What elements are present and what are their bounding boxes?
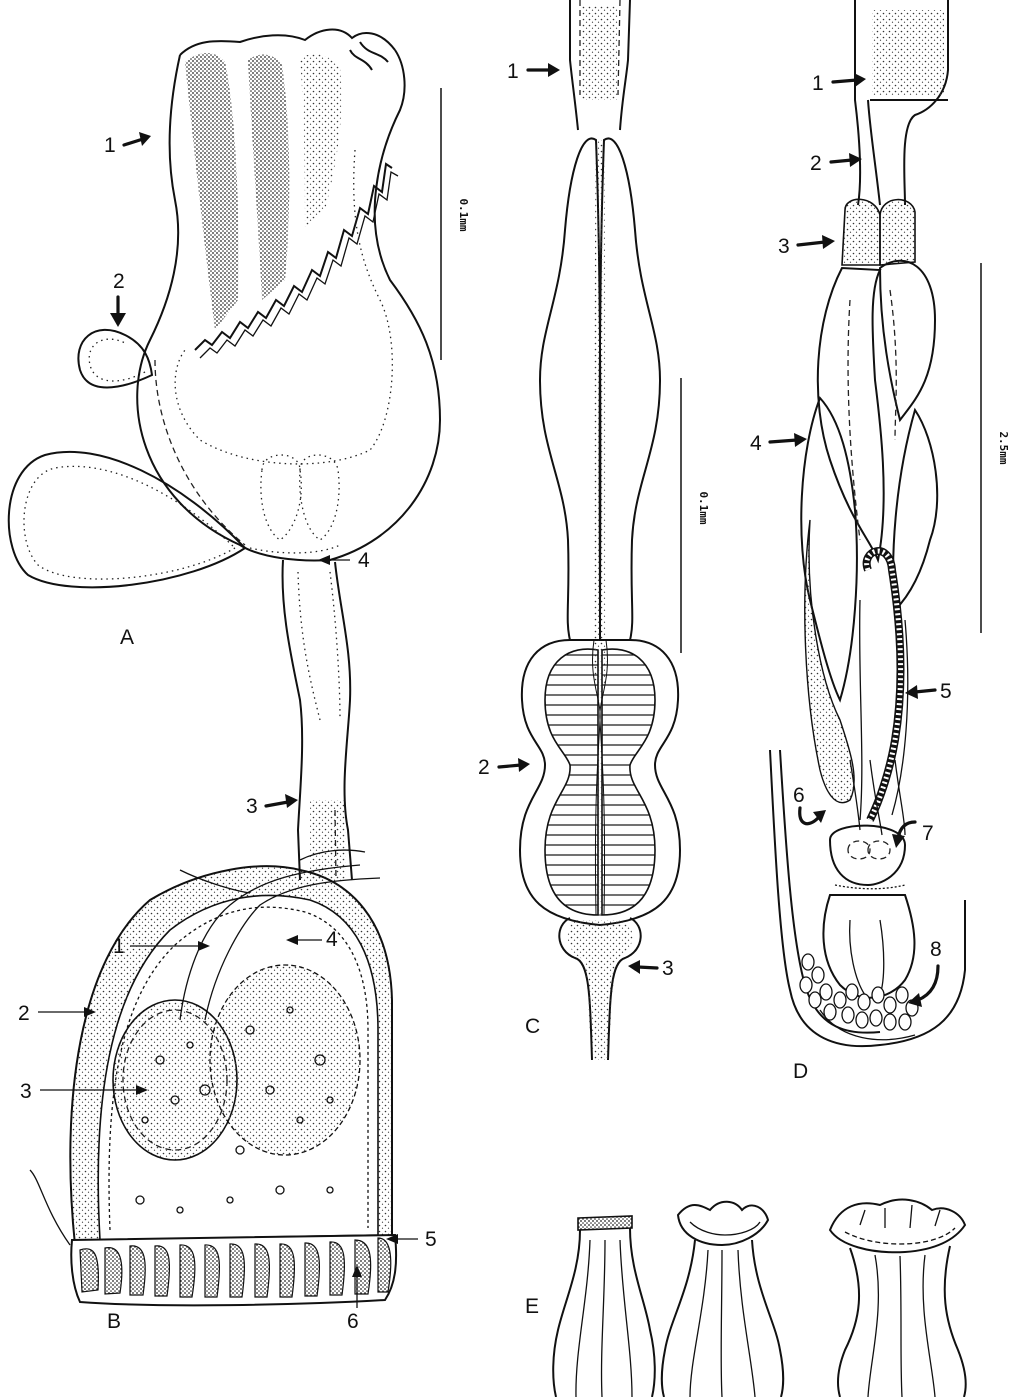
panel-d-petal-2 <box>880 261 935 420</box>
panel-a-rib-3 <box>300 54 342 230</box>
panel-d-stippled-petal <box>805 520 854 803</box>
panel-d-petal-1 <box>818 268 884 560</box>
panel-d-callout-2: 2 <box>810 152 822 175</box>
panel-d-callout-5: 5 <box>940 680 952 703</box>
panel-c-callout-3: 3 <box>662 957 674 980</box>
panel-d-scale-label: 2.5mm <box>997 431 1009 464</box>
panel-e-letter: E <box>525 1295 539 1318</box>
panel-d-petal-4 <box>893 410 937 610</box>
panel-e-vase-2 <box>662 1202 783 1397</box>
panel-d-callout-7: 7 <box>922 822 934 845</box>
panel-b-seed-right <box>210 965 360 1155</box>
panel-e: E <box>525 1200 966 1397</box>
panel-d-callout-8: 8 <box>930 938 942 961</box>
panel-d-callout-1: 1 <box>812 72 824 95</box>
panel-b-callout-6: 6 <box>347 1310 359 1333</box>
panel-a-petal-lower <box>9 452 245 587</box>
panel-a-letter: A <box>120 626 134 649</box>
panel-b-callout-5: 5 <box>425 1228 437 1251</box>
panel-a-body <box>137 50 440 560</box>
panel-d: 2.5mm 1 2 3 4 5 6 7 8 D <box>750 0 1009 1083</box>
panel-a-callout-1: 1 <box>104 134 116 157</box>
panel-b-callout-2: 2 <box>18 1002 30 1025</box>
panel-a: 0.1mm 1 2 4 3 A <box>9 30 470 882</box>
panel-d-stipple-top <box>872 10 944 95</box>
panel-a-petal-upper <box>78 330 152 388</box>
panel-e-vase-1 <box>553 1216 655 1397</box>
panel-d-callout-4: 4 <box>750 432 762 455</box>
panel-c-letter: C <box>525 1015 540 1038</box>
panel-b-callout-4: 4 <box>326 928 338 951</box>
panel-d-callout-6: 6 <box>793 784 805 807</box>
panel-d-seed-cluster <box>800 954 918 1030</box>
panel-d-lower-body <box>823 895 914 998</box>
panel-a-scale-label: 0.1mm <box>457 198 470 231</box>
panel-c-callout-1: 1 <box>507 60 519 83</box>
panel-b-callout-1: 1 <box>113 935 125 958</box>
panel-c-hatch-left <box>545 649 598 915</box>
panel-a-rib-2 <box>248 55 289 300</box>
panel-e-vase-3 <box>830 1200 966 1397</box>
panel-b-letter: B <box>107 1310 121 1333</box>
panel-c-callout-2: 2 <box>478 756 490 779</box>
panel-d-callout-3: 3 <box>778 235 790 258</box>
panel-a-stipple-stalk <box>310 800 346 882</box>
panel-a-rib-1 <box>185 53 238 330</box>
panel-c-hatch-right <box>602 649 655 915</box>
panel-d-tube <box>867 551 901 820</box>
panel-b: 1 4 2 3 5 6 B <box>18 850 437 1333</box>
panel-c-scale-label: 0.1mm <box>697 491 710 524</box>
panel-c-segment-right <box>600 138 660 640</box>
panel-c-segment-left <box>540 138 600 640</box>
panel-c-stipple-top <box>582 5 618 100</box>
panel-a-callout-3: 3 <box>246 795 258 818</box>
panel-d-letter: D <box>793 1060 808 1083</box>
panel-c: 0.1mm 1 2 3 C <box>478 0 710 1060</box>
panel-a-callout-2: 2 <box>113 270 125 293</box>
panel-a-callout-4: 4 <box>358 549 370 572</box>
panel-b-callout-3: 3 <box>20 1080 32 1103</box>
